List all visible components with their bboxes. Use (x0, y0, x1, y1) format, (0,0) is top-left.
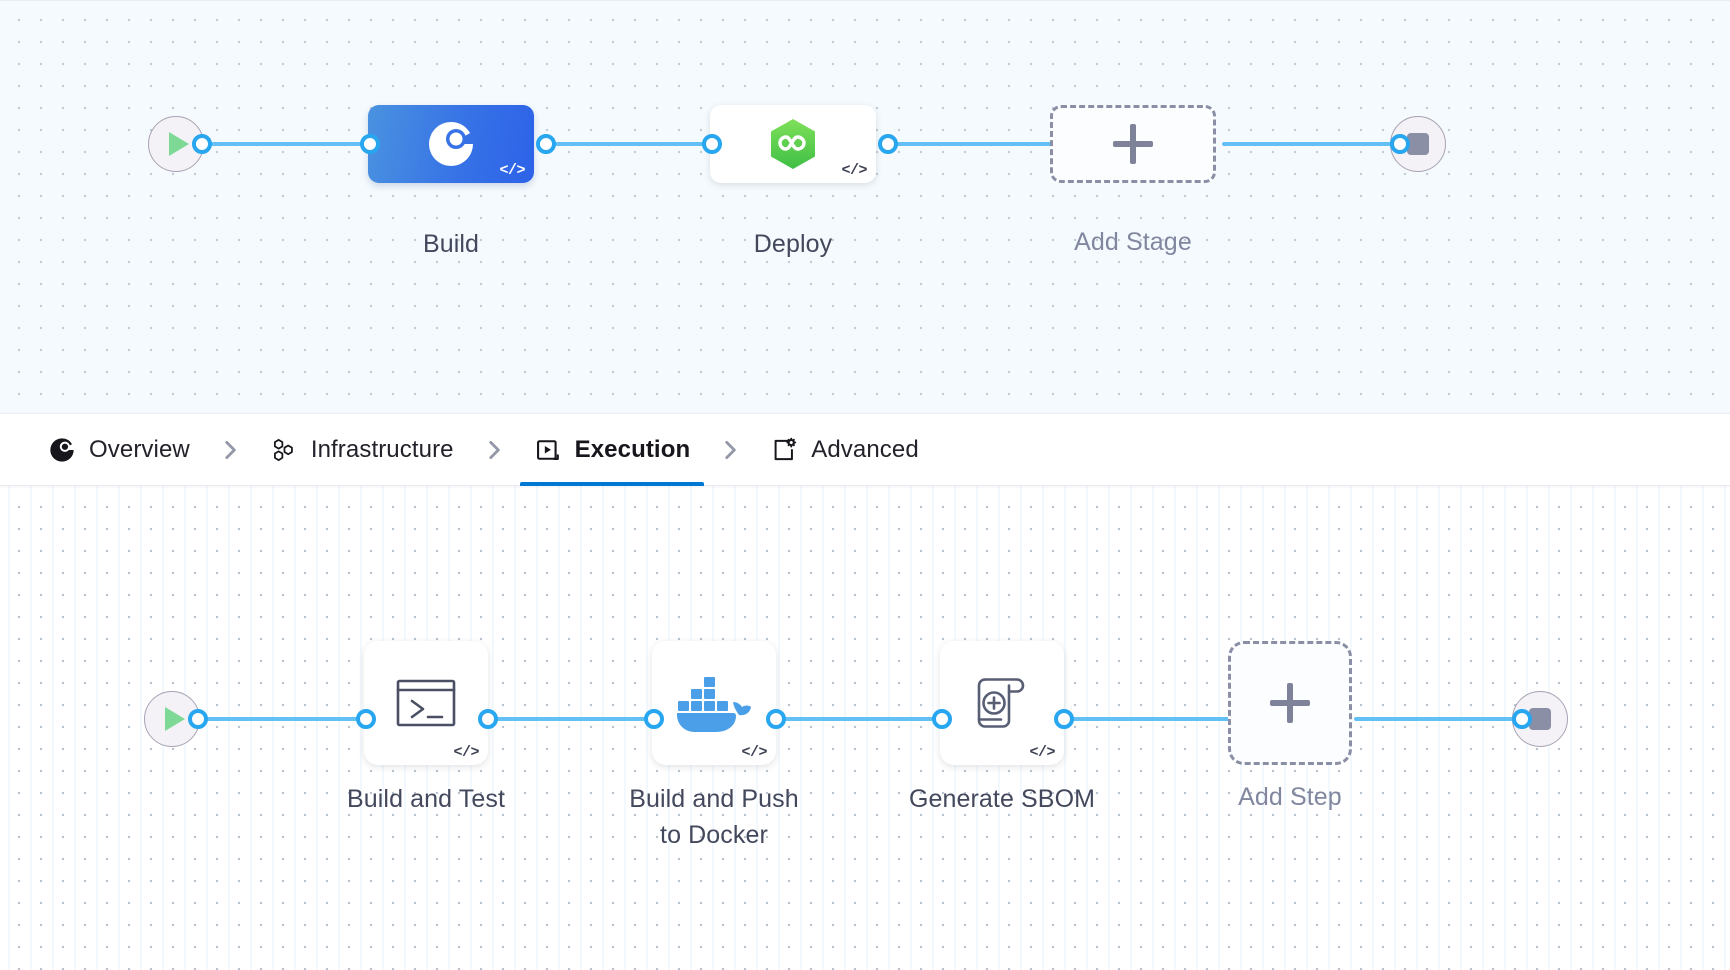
tab-label: Infrastructure (310, 435, 454, 463)
hexagon-cluster-icon (273, 438, 293, 461)
step-label-add-step: Add Step (1238, 783, 1342, 811)
tab-label: Advanced (811, 435, 919, 463)
edge-build-to-deploy (540, 142, 720, 146)
stage-label-add-stage: Add Stage (1074, 228, 1192, 256)
add-stage-button[interactable] (1050, 105, 1216, 183)
step-node-build-and-push-to-docker[interactable]: </> (652, 641, 776, 765)
build-wheel-icon (429, 121, 473, 166)
stage-label-deploy: Deploy (753, 230, 833, 258)
chevron-right-icon (725, 440, 736, 459)
play-icon (168, 132, 189, 156)
scroll-plus-icon (977, 678, 1025, 728)
terminal-icon (396, 679, 456, 727)
step-sbom-port-out[interactable] (1054, 709, 1074, 729)
stage-start-port[interactable] (192, 134, 212, 154)
stage-canvas[interactable]: </> Build </> Deploy Add Stage (0, 0, 1730, 413)
step-node-generate-sbom[interactable]: </> (940, 641, 1064, 765)
add-step-button[interactable] (1228, 641, 1352, 765)
harness-cd-hexagon-icon (771, 119, 815, 169)
code-badge-icon: </> (1029, 744, 1055, 761)
tab-infrastructure[interactable]: Infrastructure (256, 413, 468, 486)
step-label-generate-sbom: Generate SBOM (908, 785, 1096, 813)
stage-label-build: Build (422, 230, 480, 258)
stage-config-tabs[interactable]: Overview Infrastructure Execution (0, 413, 1730, 486)
code-badge-icon: </> (741, 744, 767, 761)
tab-separator (704, 437, 756, 463)
edge-build-test-to-docker (482, 717, 662, 721)
tab-separator (204, 437, 256, 463)
stage-node-deploy[interactable]: </> (710, 105, 876, 183)
step-start-port[interactable] (188, 709, 208, 729)
edge-docker-to-sbom (770, 717, 952, 721)
code-badge-icon: </> (453, 744, 479, 761)
edge-addstage-to-end (1222, 142, 1402, 146)
execution-step-canvas[interactable]: </> Build and Test </> (0, 486, 1730, 970)
stage-deploy-port-out[interactable] (878, 134, 898, 154)
edge-sbom-to-add-step (1060, 717, 1230, 721)
edge-start-to-build (196, 142, 376, 146)
step-build-test-port-out[interactable] (478, 709, 498, 729)
step-sbom-port-in[interactable] (932, 709, 952, 729)
stage-end-port[interactable] (1390, 134, 1410, 154)
stop-icon (1407, 133, 1429, 155)
stop-icon (1529, 708, 1551, 730)
step-node-build-and-test[interactable]: </> (364, 641, 488, 765)
stage-node-build[interactable]: </> (368, 105, 534, 183)
tab-advanced[interactable]: Advanced (756, 413, 933, 486)
step-end-port[interactable] (1512, 709, 1532, 729)
stage-build-port-out[interactable] (536, 134, 556, 154)
code-badge-icon: </> (499, 162, 525, 179)
stage-deploy-port-in[interactable] (702, 134, 722, 154)
tab-separator (468, 437, 520, 463)
edge-add-step-to-end (1354, 717, 1524, 721)
step-docker-port-in[interactable] (644, 709, 664, 729)
edge-start-to-build-test (192, 717, 370, 721)
chevron-right-icon (488, 440, 500, 459)
chevron-right-icon (225, 440, 236, 459)
overview-wheel-icon (50, 437, 74, 462)
tab-label: Overview (89, 435, 190, 463)
step-build-test-port-in[interactable] (356, 709, 376, 729)
document-gear-icon (774, 437, 797, 460)
play-icon (164, 707, 185, 731)
plus-icon (1113, 124, 1153, 164)
code-badge-icon: </> (841, 162, 867, 179)
tab-execution[interactable]: Execution (519, 413, 705, 486)
step-docker-port-out[interactable] (766, 709, 786, 729)
tab-label: Execution (574, 435, 691, 463)
play-box-icon (536, 439, 559, 460)
docker-whale-icon (677, 677, 751, 732)
stage-start-node[interactable] (148, 116, 204, 172)
stage-build-port-in[interactable] (360, 134, 380, 154)
step-label-build-and-test: Build and Test (347, 785, 505, 813)
edge-deploy-to-addstage (880, 142, 1080, 146)
tab-overview[interactable]: Overview (34, 413, 204, 486)
plus-icon (1270, 683, 1310, 723)
step-label-build-and-push-to-docker: Build and Push to Docker (629, 785, 799, 850)
